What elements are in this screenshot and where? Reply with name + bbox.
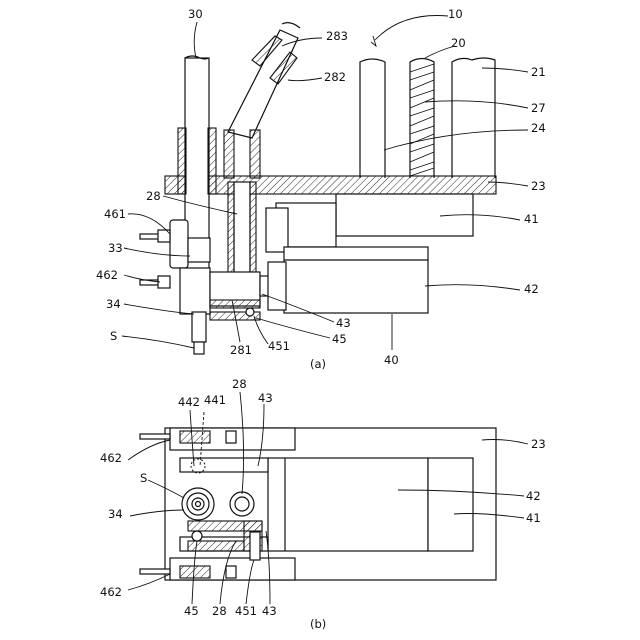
label-451: 451: [268, 339, 290, 353]
label-27: 27: [531, 101, 546, 115]
caption-b: (b): [310, 617, 326, 631]
shaft-30-guide: [178, 128, 186, 194]
label-462: 462: [96, 268, 118, 282]
label-45-b: 45: [184, 604, 199, 618]
label-20: 20: [451, 36, 466, 50]
label-42: 42: [524, 282, 539, 296]
label-442: 442: [178, 395, 200, 409]
label-281: 281: [230, 343, 252, 357]
label-28-bottom: 28: [212, 604, 227, 618]
label-23: 23: [531, 179, 546, 193]
block-41-top-view: [428, 458, 473, 551]
label-461: 461: [104, 207, 126, 221]
label-S: S: [110, 329, 117, 343]
label-45: 45: [332, 332, 347, 346]
label-30: 30: [188, 7, 203, 21]
label-462-top: 462: [100, 451, 122, 465]
label-33: 33: [108, 241, 123, 255]
figure-b: 442 441 28 43 23 462 S 34 42 41 462 45 2…: [100, 377, 546, 631]
label-441: 441: [204, 393, 226, 407]
vertical-pipe-28: [224, 130, 260, 274]
column-21: [360, 58, 495, 178]
label-21: 21: [531, 65, 546, 79]
pipe-28-top-view: [230, 492, 254, 516]
label-43-top: 43: [258, 391, 273, 405]
block-42: [268, 247, 428, 313]
screw-shaft-27: [410, 59, 434, 179]
label-41: 41: [524, 212, 539, 226]
label-451-b: 451: [235, 604, 257, 618]
label-43-bottom: 43: [262, 604, 277, 618]
label-283: 283: [326, 29, 348, 43]
label-28: 28: [146, 189, 161, 203]
label-462-bottom: 462: [100, 585, 122, 599]
label-34-b: 34: [108, 507, 123, 521]
label-42-b: 42: [526, 489, 541, 503]
block-42-top-view: [268, 458, 428, 551]
label-10: 10: [448, 7, 463, 21]
caption-a: (a): [310, 357, 326, 371]
label-40: 40: [384, 353, 399, 367]
figure-a: 30 283 282 10 20 21 27 24 23 41 42 40 28…: [96, 7, 546, 371]
block-41: [266, 194, 473, 252]
label-28-top: 28: [232, 377, 247, 391]
valve-461: [140, 230, 170, 242]
label-24: 24: [531, 121, 546, 135]
valve-462: [140, 276, 170, 288]
label-23-b: 23: [531, 437, 546, 451]
shaft-30-guide-right: [208, 128, 216, 194]
gripper-34-top-view: [182, 488, 214, 520]
label-S-b: S: [140, 471, 147, 485]
label-41-b: 41: [526, 511, 541, 525]
label-34: 34: [106, 297, 121, 311]
label-282: 282: [324, 70, 346, 84]
label-43: 43: [336, 316, 351, 330]
